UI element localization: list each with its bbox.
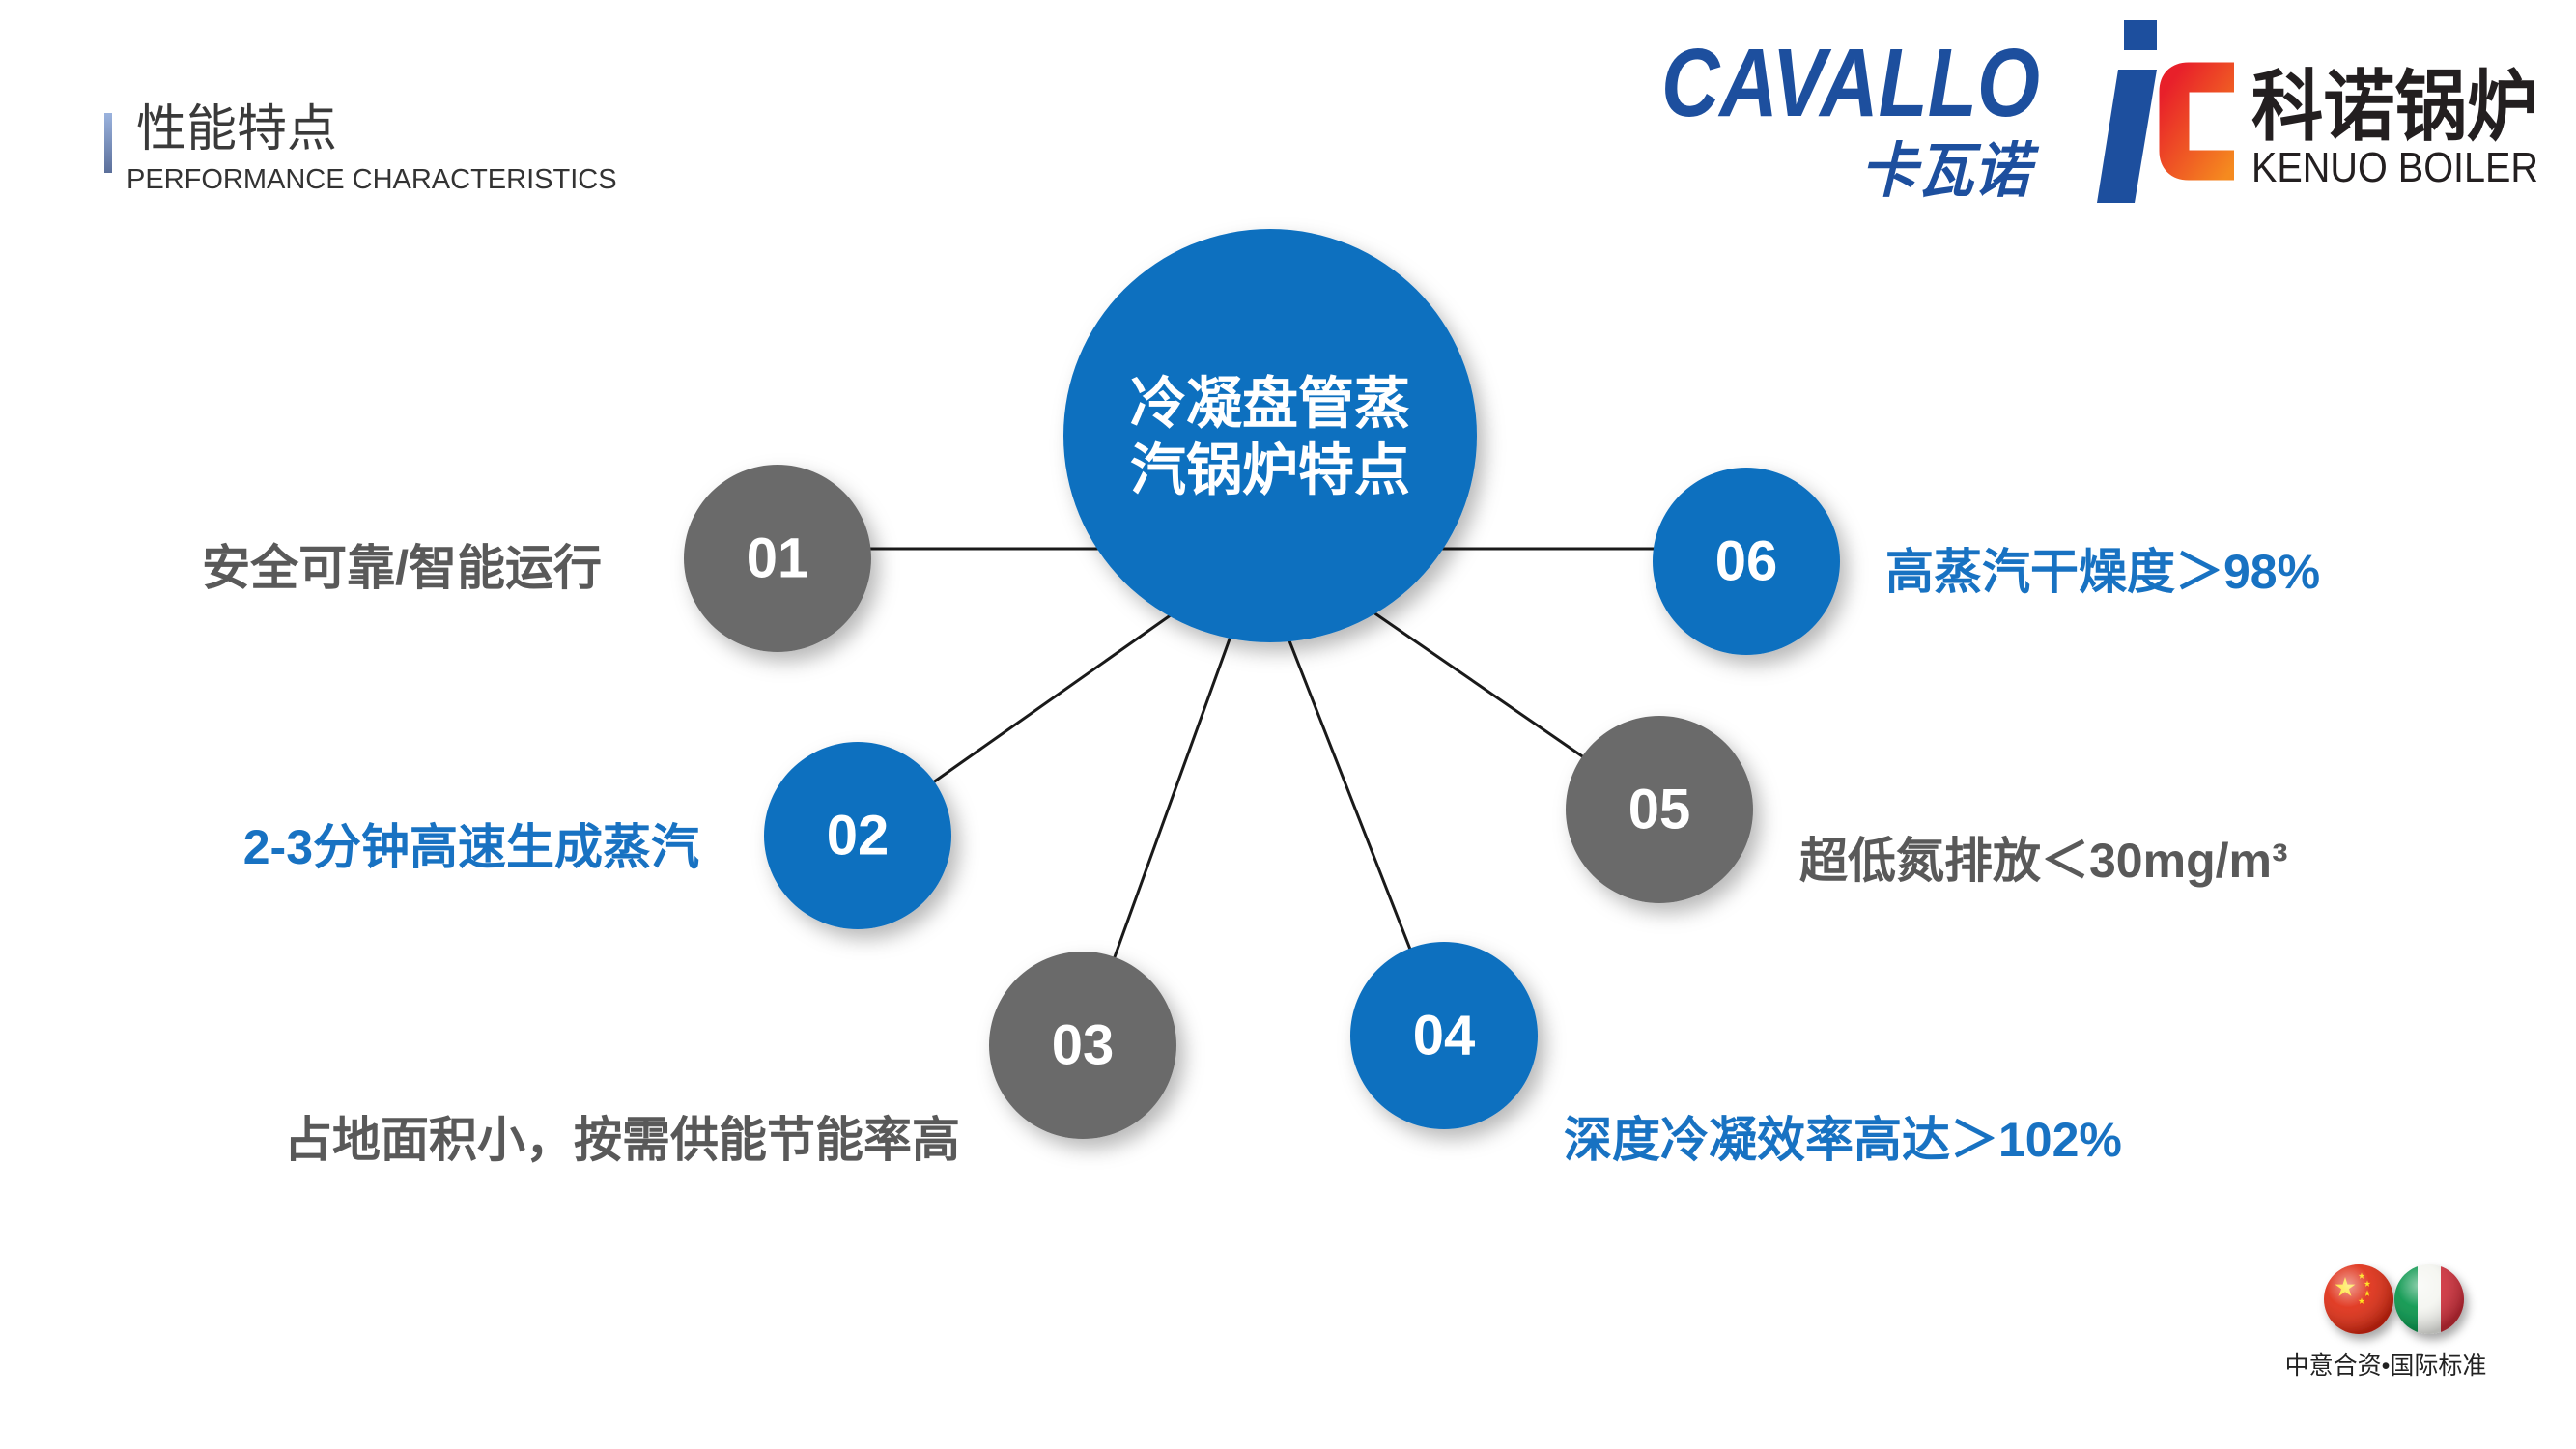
china-flag-icon <box>2324 1264 2393 1334</box>
hub-circle <box>1063 229 1477 642</box>
feature-label: 深度冷凝效率高达＞102% <box>1564 1113 2122 1167</box>
feature-number: 01 <box>747 527 809 590</box>
header-accent-bar <box>104 113 112 173</box>
kenuo-logo: 科诺锅炉 KENUO BOILER <box>2097 20 2538 203</box>
feature-node-02: 02 2-3分钟高速生成蒸汽 <box>243 742 951 929</box>
hub-title-line-2: 汽锅炉特点 <box>1130 440 1410 502</box>
feature-circle <box>764 742 951 929</box>
hub-title-line-1: 冷凝盘管蒸 <box>1130 373 1410 436</box>
feature-number: 02 <box>827 805 890 867</box>
page-subtitle: PERFORMANCE CHARACTERISTICS <box>127 164 617 195</box>
cavallo-logo-wordmark: CAVALLO <box>1661 29 2040 137</box>
ic-monogram-icon <box>2097 20 2234 203</box>
cavallo-logo: CAVALLO 卡瓦诺 <box>1661 29 2040 205</box>
feature-label: 超低氮排放＜30mg/m³ <box>1799 834 2288 888</box>
feature-number: 04 <box>1413 1005 1476 1067</box>
hub-node: 冷凝盘管蒸 汽锅炉特点 <box>1063 229 1477 642</box>
italy-flag-icon <box>2394 1264 2464 1334</box>
feature-circle <box>1566 716 1753 903</box>
kenuo-logo-english: KENUO BOILER <box>2251 144 2538 191</box>
feature-node-04: 04 深度冷凝效率高达＞102% <box>1350 942 2122 1167</box>
feature-node-03: 03 占地面积小，按需供能节能率高 <box>284 952 1176 1167</box>
feature-circle <box>989 952 1176 1139</box>
page-title: 性能特点 <box>136 101 337 157</box>
feature-number: 03 <box>1052 1014 1115 1077</box>
kenuo-logo-chinese: 科诺锅炉 <box>2251 64 2538 150</box>
feature-circle <box>1350 942 1538 1129</box>
feature-label: 安全可靠/智能运行 <box>202 541 602 595</box>
feature-label: 2-3分钟高速生成蒸汽 <box>243 820 699 874</box>
footer-badge: 中意合资•国际标准 <box>2285 1264 2487 1379</box>
feature-number: 05 <box>1628 779 1691 841</box>
feature-circle <box>1653 468 1840 655</box>
feature-number: 06 <box>1715 530 1778 593</box>
slide-header: 性能特点 PERFORMANCE CHARACTERISTICS <box>104 101 617 195</box>
feature-label: 高蒸汽干燥度＞98% <box>1885 545 2320 599</box>
feature-label: 占地面积小，按需供能节能率高 <box>284 1113 960 1167</box>
footer-caption: 中意合资•国际标准 <box>2285 1352 2487 1379</box>
feature-node-01: 01 安全可靠/智能运行 <box>202 465 871 652</box>
feature-node-06: 06 高蒸汽干燥度＞98% <box>1653 468 2320 655</box>
feature-circle <box>684 465 871 652</box>
feature-node-05: 05 超低氮排放＜30mg/m³ <box>1566 716 2288 903</box>
cavallo-logo-chinese: 卡瓦诺 <box>1860 138 2039 205</box>
